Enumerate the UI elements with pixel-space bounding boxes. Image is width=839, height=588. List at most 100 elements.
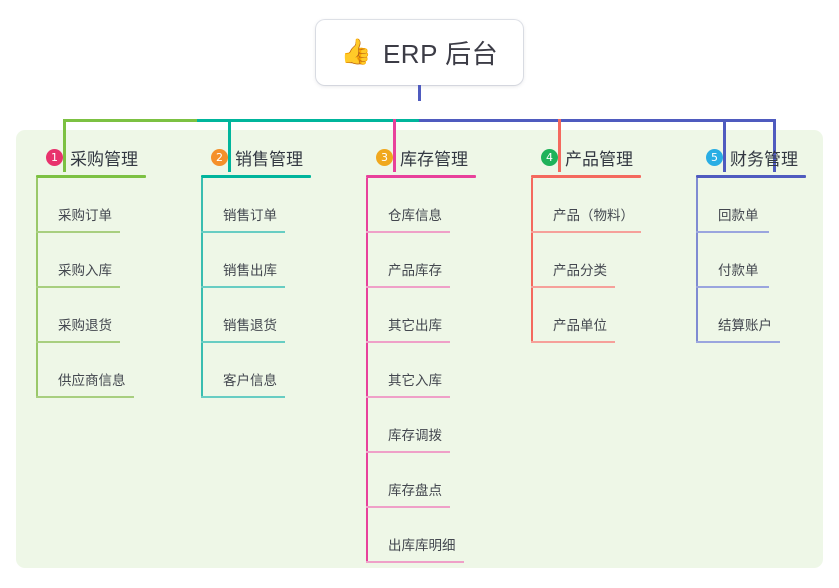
leaf-underline <box>531 231 641 233</box>
leaf-underline <box>366 506 450 508</box>
branch-header-3[interactable]: 3 库存管理 <box>366 145 476 169</box>
branch-title: 采购管理 <box>70 149 138 169</box>
branch-column-1: 1 采购管理采购订单采购入库采购退货供应商信息 <box>36 145 146 398</box>
leaf-underline <box>696 341 780 343</box>
branch-spine-connector <box>696 178 698 343</box>
bus-cap-right <box>773 119 776 172</box>
leaf-item[interactable]: 采购入库 <box>36 233 146 288</box>
branch-leaf-list: 回款单付款单结算账户 <box>696 178 806 343</box>
leaf-item[interactable]: 客户信息 <box>201 343 311 398</box>
branch-underline <box>36 175 146 178</box>
branch-drop-connector-1 <box>63 119 66 172</box>
leaf-label: 仓库信息 <box>388 208 442 223</box>
leaf-underline <box>36 396 134 398</box>
leaf-label: 产品单位 <box>553 318 607 333</box>
leaf-underline <box>201 341 285 343</box>
branch-header-4[interactable]: 4 产品管理 <box>531 145 641 169</box>
leaf-item[interactable]: 产品库存 <box>366 233 476 288</box>
leaf-item[interactable]: 产品（物料） <box>531 178 641 233</box>
branch-drop-connector-2 <box>228 119 231 172</box>
leaf-label: 销售退货 <box>223 318 277 333</box>
thumbs-up-icon: 👍 <box>340 38 372 66</box>
leaf-underline <box>531 286 615 288</box>
leaf-label: 产品（物料） <box>553 208 634 223</box>
bus-segment-blue <box>419 119 776 122</box>
leaf-item[interactable]: 销售出库 <box>201 233 311 288</box>
branch-drop-connector-5 <box>723 119 726 172</box>
leaf-label: 其它入库 <box>388 373 442 388</box>
branch-number-badge: 2 <box>211 148 228 166</box>
leaf-underline <box>696 286 769 288</box>
branch-underline <box>366 175 476 178</box>
branch-leaf-list: 产品（物料） 产品分类产品单位 <box>531 178 641 343</box>
leaf-label: 库存调拨 <box>388 428 442 443</box>
root-stem-connector <box>418 85 421 101</box>
branch-title: 库存管理 <box>400 149 468 169</box>
branch-number-badge: 3 <box>376 148 393 166</box>
branch-column-4: 4 产品管理产品（物料） 产品分类产品单位 <box>531 145 641 343</box>
leaf-label: 回款单 <box>718 208 759 223</box>
bus-segment-teal <box>197 119 419 122</box>
leaf-item[interactable]: 产品分类 <box>531 233 641 288</box>
leaf-underline <box>696 231 769 233</box>
leaf-underline <box>366 286 450 288</box>
branch-underline <box>531 175 641 178</box>
leaf-label: 采购订单 <box>58 208 112 223</box>
leaf-underline <box>201 231 285 233</box>
leaf-item[interactable]: 供应商信息 <box>36 343 146 398</box>
branch-title: 销售管理 <box>235 149 303 169</box>
branch-drop-connector-4 <box>558 119 561 172</box>
leaf-item[interactable]: 库存盘点 <box>366 453 476 508</box>
leaf-underline <box>531 341 615 343</box>
leaf-label: 供应商信息 <box>58 373 126 388</box>
leaf-underline <box>366 451 450 453</box>
leaf-item[interactable]: 仓库信息 <box>366 178 476 233</box>
leaf-item[interactable]: 销售订单 <box>201 178 311 233</box>
leaf-label: 采购退货 <box>58 318 112 333</box>
branch-spine-connector <box>201 178 203 398</box>
branch-spine-connector <box>36 178 38 398</box>
branch-leaf-list: 仓库信息产品库存其它出库其它入库库存调拨库存盘点出库库明细 <box>366 178 476 563</box>
leaf-underline <box>201 286 285 288</box>
leaf-underline <box>366 341 450 343</box>
leaf-label: 其它出库 <box>388 318 442 333</box>
branch-column-2: 2 销售管理销售订单销售出库销售退货客户信息 <box>201 145 311 398</box>
leaf-label: 付款单 <box>718 263 759 278</box>
branch-header-2[interactable]: 2 销售管理 <box>201 145 311 169</box>
leaf-item[interactable]: 出库库明细 <box>366 508 476 563</box>
branch-drop-connector-3 <box>393 119 396 172</box>
branch-leaf-list: 销售订单销售出库销售退货客户信息 <box>201 178 311 398</box>
leaf-underline <box>366 561 464 563</box>
leaf-label: 客户信息 <box>223 373 277 388</box>
branch-number-badge: 1 <box>46 148 63 166</box>
leaf-item[interactable]: 付款单 <box>696 233 806 288</box>
leaf-item[interactable]: 采购退货 <box>36 288 146 343</box>
branch-underline <box>696 175 806 178</box>
leaf-label: 产品库存 <box>388 263 442 278</box>
leaf-underline <box>201 396 285 398</box>
leaf-label: 结算账户 <box>718 318 772 333</box>
leaf-item[interactable]: 其它出库 <box>366 288 476 343</box>
leaf-item[interactable]: 其它入库 <box>366 343 476 398</box>
leaf-item[interactable]: 结算账户 <box>696 288 806 343</box>
leaf-underline <box>366 396 450 398</box>
leaf-item[interactable]: 采购订单 <box>36 178 146 233</box>
branch-header-1[interactable]: 1 采购管理 <box>36 145 146 169</box>
leaf-item[interactable]: 销售退货 <box>201 288 311 343</box>
root-node-card[interactable]: 👍 ERP 后台 <box>316 20 523 85</box>
leaf-item[interactable]: 回款单 <box>696 178 806 233</box>
branch-underline <box>201 175 311 178</box>
leaf-item[interactable]: 产品单位 <box>531 288 641 343</box>
leaf-label: 销售出库 <box>223 263 277 278</box>
leaf-label: 采购入库 <box>58 263 112 278</box>
leaf-item[interactable]: 库存调拨 <box>366 398 476 453</box>
branch-number-badge: 5 <box>706 148 723 166</box>
branch-title: 产品管理 <box>565 149 633 169</box>
leaf-label: 出库库明细 <box>388 538 456 553</box>
leaf-underline <box>366 231 450 233</box>
leaf-underline <box>36 286 120 288</box>
branch-number-badge: 4 <box>541 148 558 166</box>
